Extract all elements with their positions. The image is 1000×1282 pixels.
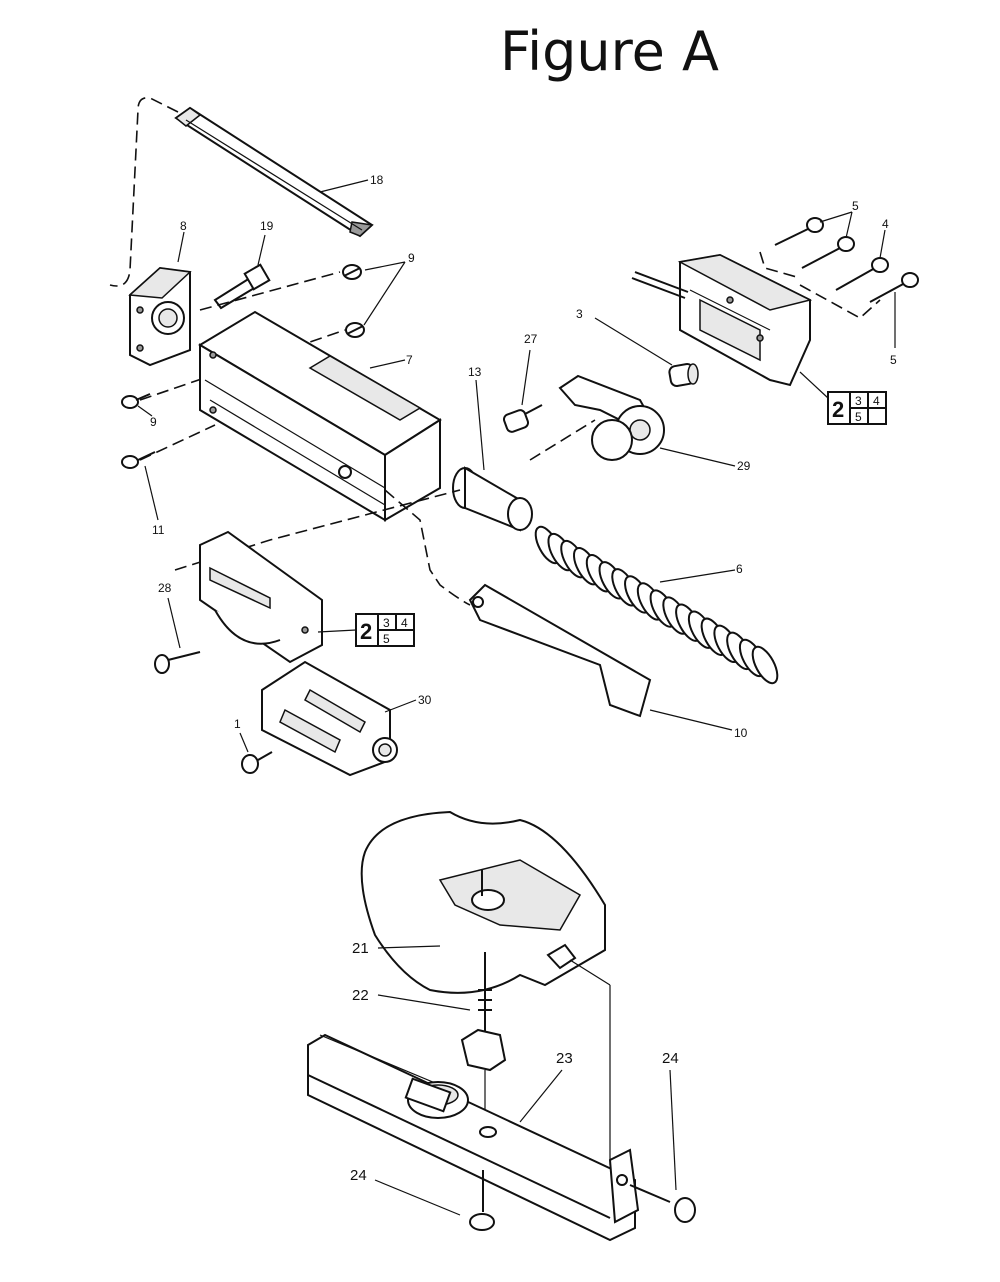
guide-body-7 [198, 310, 442, 522]
end-housing-8 [128, 266, 192, 367]
ref-box-upper-tr: 4 [873, 394, 880, 408]
label-24-bottom: 24 [350, 1167, 367, 1184]
screw-4 [835, 257, 889, 291]
pin-28 [154, 651, 201, 674]
label-10: 10 [734, 726, 748, 740]
ref-box-lower: 2 3 4 5 [355, 613, 415, 647]
driver-bit-18 [174, 106, 374, 238]
spring-coil [751, 645, 779, 685]
label-21: 21 [352, 940, 369, 957]
ref-box-upper-bottom: 5 [855, 410, 862, 424]
bushing-13 [452, 466, 533, 532]
screw-11 [121, 451, 156, 469]
frame-housing [631, 253, 813, 387]
spacer-3 [668, 363, 699, 387]
ref-box-lower-main: 2 [360, 619, 372, 644]
slide-bar-10 [468, 583, 652, 718]
label-19: 19 [260, 219, 274, 233]
label-4: 4 [882, 217, 889, 231]
label-24-side: 24 [662, 1050, 679, 1067]
guide-shoe [199, 530, 323, 664]
ref-box-upper-main: 2 [832, 397, 844, 422]
screw-24-side [629, 1184, 696, 1223]
screw-5-a [774, 217, 824, 246]
guide-line-bit [109, 96, 179, 287]
sprocket-lever-29 [558, 374, 665, 461]
label-1: 1 [234, 717, 241, 731]
handle-housing-21 [360, 810, 611, 1165]
figure-title: Figure A [500, 20, 719, 83]
label-9-lower: 9 [150, 415, 157, 429]
screw-9-top [342, 264, 362, 280]
label-23: 23 [556, 1050, 573, 1067]
label-27: 27 [524, 332, 538, 346]
label-13: 13 [468, 365, 482, 379]
figure-title-area: Figure A [0, 20, 1000, 90]
screw-1 [241, 751, 273, 774]
screw-9-mid [345, 322, 365, 338]
ref-box-lower-tl: 3 [383, 616, 390, 630]
label-18: 18 [370, 173, 384, 187]
screw-24-bottom [469, 1170, 495, 1231]
label-5-bottom: 5 [890, 353, 897, 367]
label-5-top: 5 [852, 199, 859, 213]
label-22: 22 [352, 987, 369, 1004]
set-screw-27 [502, 404, 543, 433]
ref-box-lower-bottom: 5 [383, 632, 390, 646]
rail-23 [307, 1033, 640, 1242]
label-6: 6 [736, 562, 743, 576]
spring-6 [534, 525, 779, 685]
label-28: 28 [158, 581, 172, 595]
clamp-30 [261, 660, 398, 777]
ref-box-lower-tr: 4 [401, 616, 408, 630]
ref-box-upper: 2 3 4 5 [827, 391, 887, 425]
label-8: 8 [180, 219, 187, 233]
screw-9-lower [121, 393, 151, 409]
label-29: 29 [737, 459, 751, 473]
label-9-top: 9 [408, 251, 415, 265]
label-3: 3 [576, 307, 583, 321]
screw-19 [213, 263, 271, 310]
label-30: 30 [418, 693, 432, 707]
label-7: 7 [406, 353, 413, 367]
screw-5-c [869, 272, 919, 303]
ref-box-upper-tl: 3 [855, 394, 862, 408]
label-11: 11 [152, 523, 165, 537]
screw-5-b [801, 236, 855, 269]
